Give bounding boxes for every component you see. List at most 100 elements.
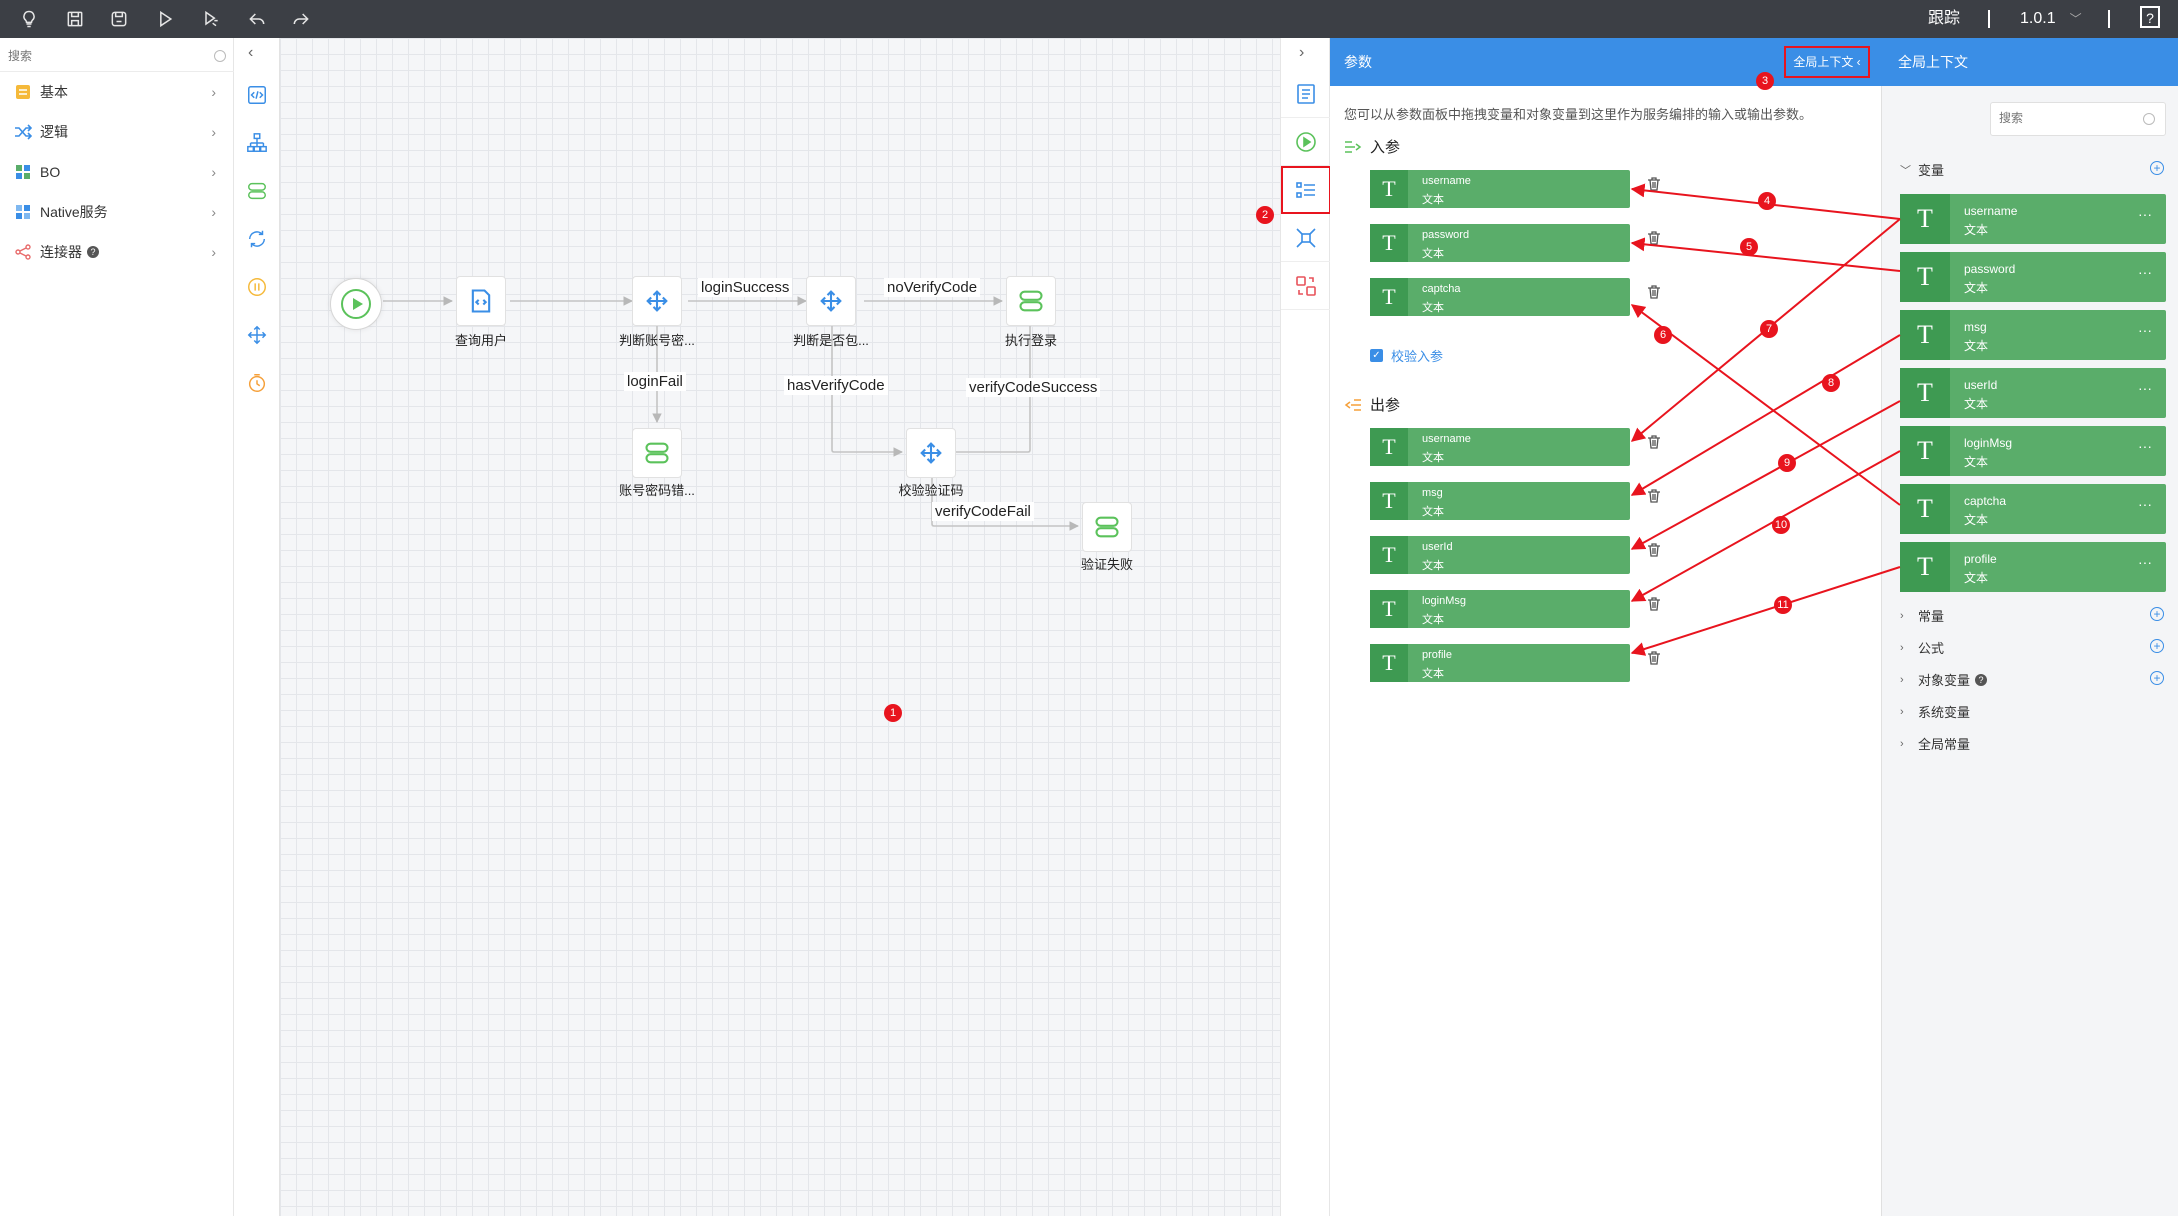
edge-label-has-verify-code[interactable]: hasVerifyCode (784, 376, 888, 395)
help-icon[interactable]: ? (1975, 673, 1988, 686)
save-icon[interactable] (60, 4, 90, 34)
verify-code-node[interactable] (906, 428, 956, 478)
collapse-right-icon[interactable]: › (1299, 44, 1305, 61)
checkbox-checked-icon: ✓ (1370, 349, 1383, 362)
tree-object-variables[interactable]: › 对象变量 ? (1900, 670, 1988, 689)
bulb-icon[interactable] (14, 4, 44, 34)
redo-icon[interactable] (286, 4, 316, 34)
context-variable-userid[interactable]: T userId 文本 ··· (1900, 368, 2166, 418)
search-icon[interactable] (214, 50, 226, 62)
annotation-marker: 5 (1740, 238, 1758, 256)
run-panel-icon[interactable] (1281, 118, 1331, 166)
help-icon[interactable]: ? (2140, 6, 2160, 28)
add-object-variable-icon[interactable]: + (2150, 671, 2164, 685)
property-list-icon[interactable] (1281, 70, 1331, 118)
add-formula-icon[interactable]: + (2150, 639, 2164, 653)
edge-label-verify-code-success[interactable]: verifyCodeSuccess (966, 378, 1101, 397)
more-icon[interactable]: ··· (2138, 264, 2152, 280)
edge-label-login-fail[interactable]: loginFail (624, 372, 686, 391)
input-param-captcha[interactable]: T captcha 文本 (1370, 278, 1630, 316)
trash-icon[interactable] (1646, 650, 1662, 666)
trash-icon[interactable] (1646, 434, 1662, 450)
check-account-node[interactable] (632, 276, 682, 326)
more-icon[interactable]: ··· (2138, 380, 2152, 396)
trash-icon[interactable] (1646, 596, 1662, 612)
edge-label-verify-code-fail[interactable]: verifyCodeFail (932, 502, 1034, 521)
save-as-icon[interactable] (104, 4, 134, 34)
undo-icon[interactable] (242, 4, 272, 34)
more-icon[interactable]: ··· (2138, 438, 2152, 454)
decision-node-icon[interactable] (244, 322, 270, 348)
version-select[interactable]: 1.0.1﹀ (2020, 0, 2082, 38)
input-param-username[interactable]: T username 文本 (1370, 170, 1630, 208)
more-icon[interactable]: ··· (2138, 322, 2152, 338)
trash-icon[interactable] (1646, 176, 1662, 192)
tree-system-variables[interactable]: › 系统变量 (1900, 702, 1970, 721)
account-error-node[interactable] (632, 428, 682, 478)
hierarchy-node-icon[interactable] (244, 130, 270, 156)
trash-icon[interactable] (1646, 230, 1662, 246)
more-icon[interactable]: ··· (2138, 554, 2152, 570)
execute-login-node[interactable] (1006, 276, 1056, 326)
add-variable-icon[interactable]: + (2150, 161, 2164, 175)
category-native-service[interactable]: Native服务 › (0, 192, 234, 232)
check-verify-code-node[interactable] (806, 276, 856, 326)
run-icon[interactable] (150, 4, 180, 34)
script-node-icon[interactable] (244, 82, 270, 108)
more-icon[interactable]: ··· (2138, 496, 2152, 512)
context-title: 全局上下文 (1898, 54, 1968, 70)
context-variable-msg[interactable]: T msg 文本 ··· (1900, 310, 2166, 360)
tree-variables[interactable]: ﹀ 变量 (1900, 160, 1944, 179)
input-param-password[interactable]: T password 文本 (1370, 224, 1630, 262)
output-param-profile[interactable]: T profile 文本 (1370, 644, 1630, 682)
tree-formulas[interactable]: › 公式 (1900, 638, 1944, 657)
context-variable-password[interactable]: T password 文本 ··· (1900, 252, 2166, 302)
context-variable-captcha[interactable]: T captcha 文本 ··· (1900, 484, 2166, 534)
data-node-icon[interactable] (244, 178, 270, 204)
more-icon[interactable]: ··· (2138, 206, 2152, 222)
exchange-icon[interactable] (1281, 262, 1331, 310)
timer-node-icon[interactable] (244, 370, 270, 396)
output-param-loginmsg[interactable]: T loginMsg 文本 (1370, 590, 1630, 628)
context-search-input[interactable] (1991, 103, 2131, 133)
pause-node-icon[interactable] (244, 274, 270, 300)
edge-label-login-success[interactable]: loginSuccess (698, 278, 793, 297)
search-icon[interactable] (2143, 113, 2155, 125)
tree-global-constants[interactable]: › 全局常量 (1900, 734, 1970, 753)
output-param-username[interactable]: T username 文本 (1370, 428, 1630, 466)
edge-label-no-verify-code[interactable]: noVerifyCode (884, 278, 981, 297)
verify-fail-node[interactable] (1082, 502, 1132, 552)
category-connector[interactable]: 连接器 ? › (0, 232, 234, 272)
loop-node-icon[interactable] (244, 226, 270, 252)
layout-icon[interactable] (1281, 214, 1331, 262)
add-constant-icon[interactable]: + (2150, 607, 2164, 621)
params-panel-icon[interactable] (1281, 166, 1331, 214)
help-icon[interactable]: ? (87, 246, 99, 258)
flow-canvas[interactable]: 查询用户 判断账号密... 判断是否包... 执行登录 账号密码错... 校验验… (280, 38, 1280, 1216)
collapse-left-icon[interactable]: ‹ (248, 44, 254, 61)
chevron-right-icon: › (211, 244, 216, 260)
category-logic[interactable]: 逻辑 › (0, 112, 234, 152)
node-label: 判断是否包... (793, 333, 869, 348)
context-variable-username[interactable]: T username 文本 ··· (1900, 194, 2166, 244)
category-label: BO (40, 164, 61, 180)
trash-icon[interactable] (1646, 284, 1662, 300)
trash-icon[interactable] (1646, 488, 1662, 504)
debug-icon[interactable] (196, 4, 226, 34)
start-node[interactable] (330, 278, 382, 330)
context-variable-profile[interactable]: T profile 文本 ··· (1900, 542, 2166, 592)
output-param-userid[interactable]: T userId 文本 (1370, 536, 1630, 574)
global-context-button[interactable]: 全局上下文 ‹ (1784, 46, 1870, 78)
tree-constants[interactable]: › 常量 (1900, 606, 1944, 625)
output-param-msg[interactable]: T msg 文本 (1370, 482, 1630, 520)
query-user-node[interactable] (456, 276, 506, 326)
verify-inputs-checkbox[interactable]: ✓ 校验入参 (1370, 346, 1443, 365)
component-search-input[interactable] (0, 42, 200, 70)
trace-button[interactable]: 跟踪 (1928, 10, 1961, 27)
category-basic[interactable]: 基本 › (0, 72, 234, 112)
category-bo[interactable]: BO › (0, 152, 234, 192)
variable-name: loginMsg (1964, 436, 2013, 450)
trash-icon[interactable] (1646, 542, 1662, 558)
context-variable-loginmsg[interactable]: T loginMsg 文本 ··· (1900, 426, 2166, 476)
variable-type: 文本 (1964, 455, 1989, 469)
